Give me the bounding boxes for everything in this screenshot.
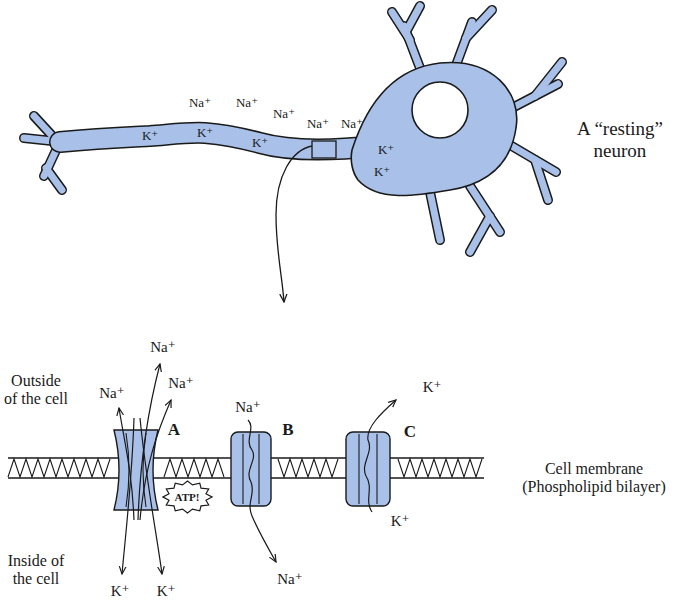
ion-label: Na⁺	[307, 117, 329, 132]
caption-label: A “resting” neuron	[560, 118, 680, 162]
nucleus	[412, 82, 468, 138]
ion-label: K⁺	[391, 513, 410, 530]
potassium-channel	[346, 400, 396, 512]
ion-label: K⁺	[111, 583, 130, 600]
ion-label: Na⁺	[235, 399, 260, 416]
caption-label: Cell membrane (Phospholipid bilayer)	[504, 460, 684, 497]
caption-label: Outside of the cell	[3, 372, 69, 409]
sodium-channel	[231, 420, 276, 562]
ion-label: Na⁺	[189, 96, 211, 111]
ion-label: K⁺	[423, 379, 442, 396]
axon-terminal	[24, 116, 62, 190]
ion-label: K⁺	[142, 129, 158, 144]
ion-label: K⁺	[378, 143, 394, 158]
atp-burst: ATP!	[162, 480, 213, 514]
soma	[351, 63, 517, 196]
ion-label: Na⁺	[273, 107, 295, 122]
caption-label: Inside of the cell	[3, 552, 69, 589]
channel-letter: B	[282, 420, 293, 440]
ion-label: Na⁺	[168, 375, 193, 392]
ion-label: Na⁺	[341, 117, 363, 132]
zoom-box	[312, 141, 336, 158]
ion-label: K⁺	[157, 583, 176, 600]
burst-text: ATP!	[175, 491, 200, 503]
sodium-potassium-pump	[114, 430, 158, 510]
ion-label: K⁺	[197, 126, 213, 141]
ion-flow-arrow	[119, 364, 171, 574]
ion-label: Na⁺	[277, 571, 302, 588]
channel-letter: A	[168, 420, 180, 440]
zoom-arrow	[276, 146, 312, 302]
ion-label: Na⁺	[236, 96, 258, 111]
ion-label: Na⁺	[99, 385, 124, 402]
ion-label: Na⁺	[150, 339, 175, 356]
ion-label: K⁺	[252, 136, 268, 151]
channel-letter: C	[404, 422, 416, 442]
ion-label: K⁺	[374, 165, 390, 180]
